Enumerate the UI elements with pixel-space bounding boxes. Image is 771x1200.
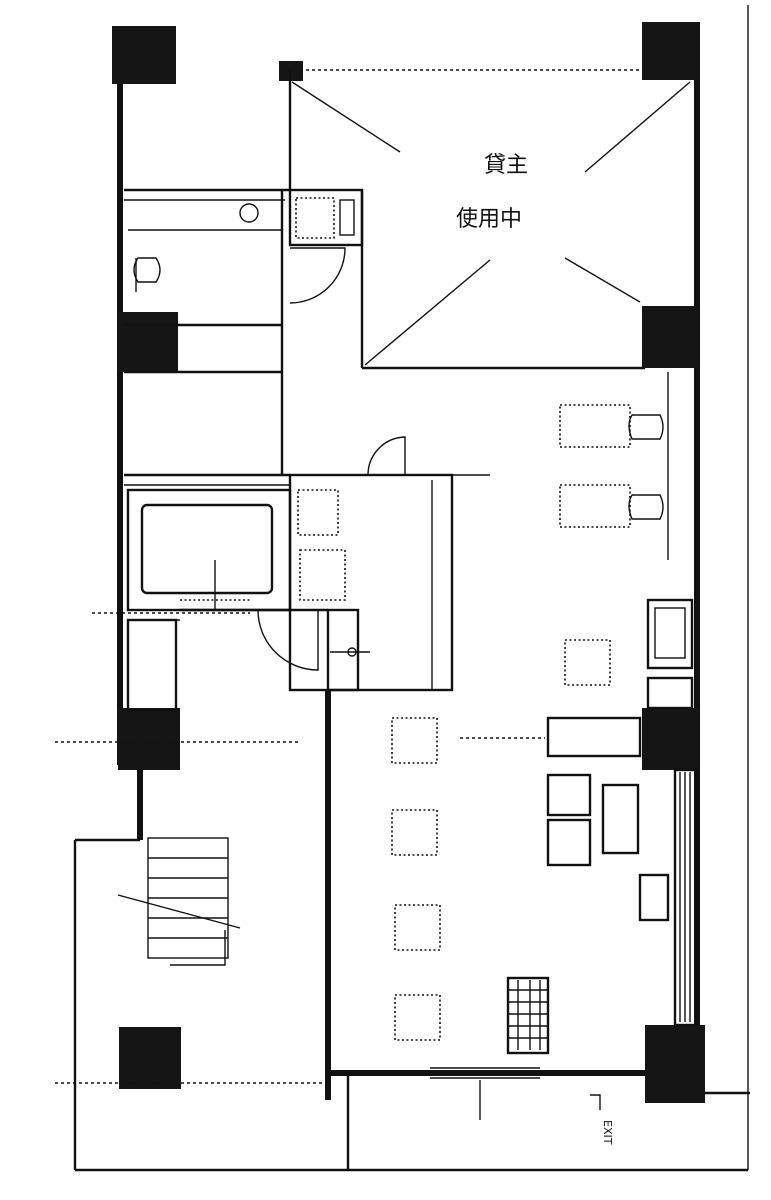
left-storage-room [124,370,290,486]
table-1 [391,717,438,764]
landlord-area: 貸主 使用中 [288,69,691,370]
pillar-top-left [112,26,176,84]
table-right [564,639,611,686]
entrance: EXIT [346,1067,614,1170]
pillar-right-mid [642,306,698,368]
grid-lines [55,474,545,1084]
table-3 [394,904,441,951]
pillar-bottom-left [119,1027,181,1089]
toilet-room [124,188,290,475]
table-2 [391,809,438,856]
kitchen-door-swing [367,436,406,476]
sink-basin-icon [239,203,259,223]
pillar-right-lower [642,708,698,770]
landlord-label-line2: 使用中 [456,207,522,232]
counter-seat-1 [559,404,631,448]
toilet-bowl-icon [133,257,161,283]
entrance-mat [506,976,550,1055]
table-4 [394,994,441,1041]
bath-room [126,488,292,612]
exit-label: EXIT [601,1120,614,1145]
shop-floor [391,372,699,1055]
pillar-bottom-right [645,1025,705,1103]
exit-arrow-icon [590,1094,601,1110]
pillar-left-lower [118,708,180,770]
structural-pillars [112,22,705,1103]
pillar-top-right [642,22,700,80]
chair-icon-1 [628,414,664,440]
washroom [288,188,364,304]
chair-icon-2 [628,494,664,520]
stair-handrail [170,930,226,966]
washroom-door-swing [289,247,346,304]
landlord-label-line1: 貸主 [484,153,528,178]
stair-area [73,618,748,1172]
counter-block [546,716,642,758]
counter-seat-2 [559,484,631,528]
pillar-left-mid [118,312,178,372]
shelf-door-swing [257,609,319,671]
